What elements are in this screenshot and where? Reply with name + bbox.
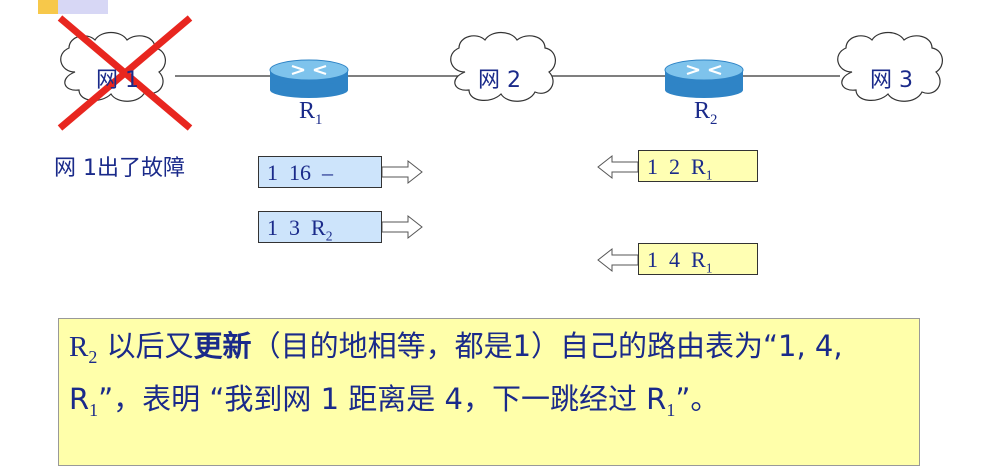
- net3-label: 网 3: [870, 68, 913, 93]
- router-r1-label: R1: [299, 98, 323, 128]
- router-r2-icon: [664, 59, 744, 98]
- explanation-box: R2 以后又更新（目的地相等，都是1）自己的路由表为“1, 4, R1”，表明 …: [58, 318, 920, 466]
- update-keyword: 更新: [193, 329, 252, 363]
- r2-arrow-2: [597, 247, 639, 273]
- corner-decoration: [38, 0, 108, 14]
- cloud-net3: [837, 31, 943, 102]
- cloud-net2: [450, 31, 556, 102]
- r1-arrow-2: [381, 214, 423, 240]
- r2-update-box-1: 1 2 R1: [638, 150, 758, 182]
- r2-update-box-2: 1 4 R1: [638, 243, 758, 275]
- r1-update-box-2: 1 3 R2: [258, 211, 382, 243]
- fault-note: 网 1出了故障: [54, 156, 185, 181]
- r1-update-box-1: 1 16 –: [258, 156, 382, 188]
- router-r1-icon: [269, 59, 349, 98]
- network-diagram: [57, 15, 943, 273]
- net2-label: 网 2: [478, 68, 521, 93]
- r1-arrow-1: [381, 159, 423, 185]
- failure-cross-icon: [57, 15, 193, 131]
- router-r2-label: R2: [694, 98, 718, 128]
- net1-label: 网 1: [96, 68, 139, 93]
- r2-arrow-1: [597, 154, 639, 180]
